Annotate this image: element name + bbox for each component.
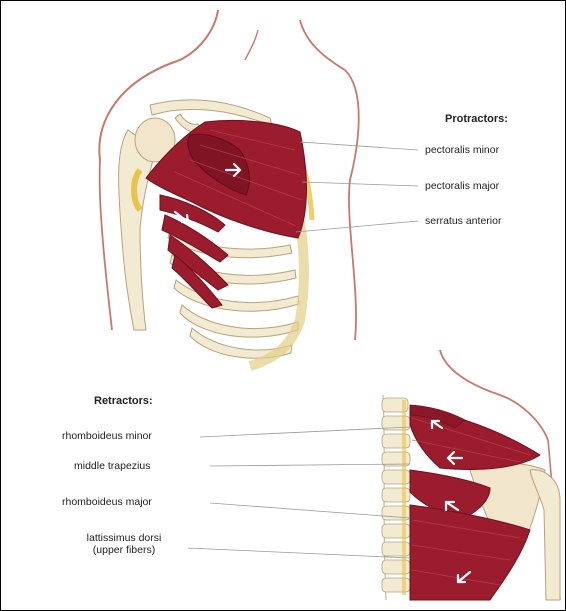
arm-outline xyxy=(100,160,112,330)
label-rhomboideus-major: rhomboideus major xyxy=(62,496,152,508)
label-latissimus-dorsi: lattissimus dorsi (upper fibers) xyxy=(64,532,184,556)
label-rhomboideus-minor: rhomboideus minor xyxy=(62,430,152,442)
label-pectoralis-minor: pectoralis minor xyxy=(425,144,499,156)
anterior-thorax-illustration xyxy=(99,10,418,366)
label-latissimus-line2: (upper fibers) xyxy=(64,544,184,556)
retractor-leaders xyxy=(188,427,410,558)
protractors-heading: Protractors: xyxy=(445,113,508,125)
posterior-back-illustration xyxy=(188,350,560,600)
label-serratus-anterior: serratus anterior xyxy=(425,215,501,227)
neck-outline xyxy=(245,30,258,60)
label-latissimus-line1: lattissimus dorsi xyxy=(64,532,184,544)
retractors-heading: Retractors: xyxy=(94,395,153,407)
label-middle-trapezius: middle trapezius xyxy=(74,460,150,472)
label-pectoralis-major: pectoralis major xyxy=(425,180,499,192)
